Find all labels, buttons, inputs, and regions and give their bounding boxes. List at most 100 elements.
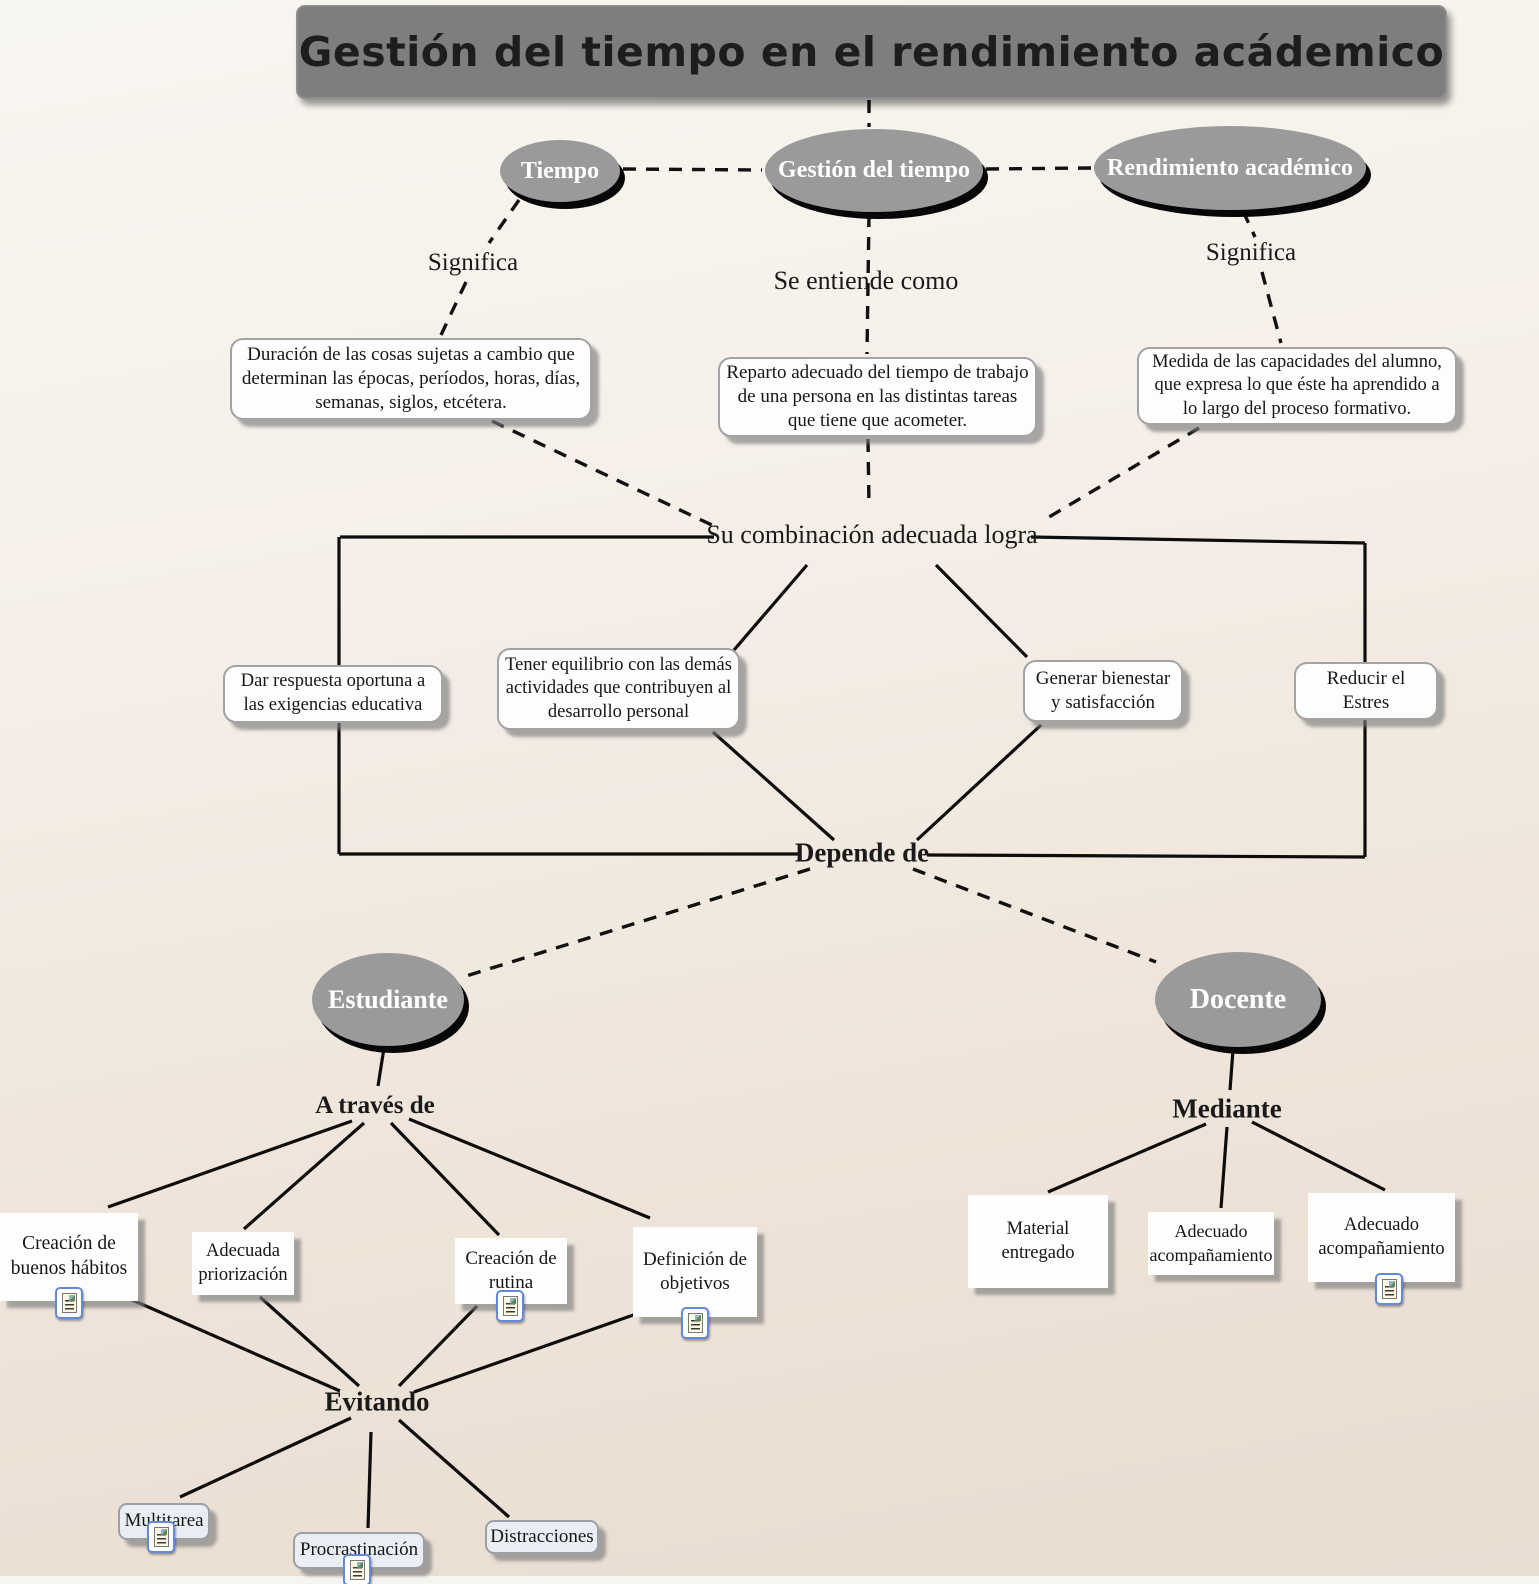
outcome-respuesta-text: Dar respuesta oportuna a las exigencias … [240,671,426,715]
edge-gestion-rendimiento [985,166,1092,171]
edge-rendimiento-significa [1241,210,1257,238]
concept-gestion-del-tiempo[interactable]: Gestión del tiempo [765,129,983,212]
strategy-habitos-text: Creación de buenos hábitos [10,1233,128,1279]
resource-icon-rutina[interactable] [496,1290,524,1322]
document-icon [153,1527,169,1547]
edge-gestion-def [865,213,871,355]
edge-evitando-procrastinacion [366,1431,373,1529]
edge-combinacion-equilibrio [732,563,809,652]
edge-def-tiempo-combinacion [491,419,717,529]
resource-icon-multitarea[interactable] [147,1521,175,1553]
edge-atraves-priorizacion [242,1121,366,1231]
strategy-acompanamiento-2[interactable]: Adecuado acompañamiento [1308,1193,1455,1282]
link-a-traves-de[interactable]: A través de [315,1092,435,1119]
concept-tiempo[interactable]: Tiempo [500,140,620,202]
frame-bottom-right [926,853,1366,859]
edge-habitos-evitando [129,1297,341,1393]
concept-tiempo-label: Tiempo [520,157,600,184]
edge-bienestar-depende [915,723,1043,842]
document-icon [1381,1279,1397,1299]
edge-significa-def-tiempo [439,281,468,336]
edge-mediante-acompanamiento1 [1219,1126,1229,1209]
document-icon [61,1293,77,1313]
edge-estudiante-atraves [376,1047,386,1087]
document-icon [502,1296,518,1316]
edge-tiempo-significa [487,199,521,244]
outcome-equilibrio-text: Tener equilibrio con las demás actividad… [505,654,732,722]
outcome-estres-text: Reducir el Estres [1326,667,1406,713]
strategy-habitos[interactable]: Creación de buenos hábitos [0,1213,138,1301]
concept-docente-label: Docente [1189,983,1287,1015]
strategy-acompanamiento-1-text: Adecuado acompañamiento [1149,1221,1273,1265]
edge-def-rendimiento-combinacion [1043,426,1200,522]
edge-depende-estudiante [462,867,811,979]
map-title[interactable]: Gestión del tiempo en el rendimiento acá… [296,5,1447,99]
edge-objetivos-evitando [413,1310,643,1394]
edge-rutina-evitando [397,1304,479,1388]
resource-icon-habitos[interactable] [55,1287,83,1319]
avoid-multitarea[interactable]: Multitarea [118,1503,210,1540]
strategy-priorizacion[interactable]: Adecuada priorización [192,1232,294,1295]
outcome-respuesta[interactable]: Dar respuesta oportuna a las exigencias … [223,665,443,723]
document-icon [349,1560,365,1580]
link-depende-de[interactable]: Depende de [794,837,930,868]
strategy-material-entregado[interactable]: Material entregado [968,1195,1108,1288]
strategy-acompanamiento-1[interactable]: Adecuado acompañamiento [1148,1212,1274,1275]
concept-rendimiento-academico[interactable]: Rendimiento académico [1094,126,1366,210]
strategy-rutina-text: Creación de rutina [465,1247,557,1293]
edge-equilibrio-depende [711,730,836,842]
definition-rendimiento-text: Medida de las capacidades del alumno, qu… [1152,351,1442,419]
link-se-entiende-como[interactable]: Se entiende como [773,266,959,295]
edge-depende-docente [912,867,1157,964]
outcome-bienestar-text: Generar bienestar y satisfacción [1035,667,1171,713]
concept-rendimiento-label: Rendimiento académico [1107,154,1353,181]
outcome-estres[interactable]: Reducir el Estres [1294,662,1438,720]
strategy-objetivos-text: Definición de objetivos [643,1248,747,1294]
resource-icon-acompanamiento[interactable] [1375,1273,1403,1305]
link-significa-tiempo[interactable]: Significa [427,249,519,276]
edge-atraves-rutina [389,1121,501,1237]
concept-gestion-label: Gestión del tiempo [778,157,970,183]
edge-atraves-objetivos [408,1117,651,1220]
avoid-distracciones[interactable]: Distracciones [485,1520,599,1554]
resource-icon-procrastinacion[interactable] [343,1554,371,1584]
definition-rendimiento[interactable]: Medida de las capacidades del alumno, qu… [1137,347,1457,425]
outcome-equilibrio[interactable]: Tener equilibrio con las demás actividad… [497,648,740,730]
strategy-acompanamiento-2-text: Adecuado acompañamiento [1318,1214,1445,1259]
resource-icon-objetivos[interactable] [681,1307,709,1339]
avoid-distracciones-text: Distracciones [490,1525,594,1547]
concept-docente[interactable]: Docente [1155,952,1321,1047]
edge-priorizacion-evitando [258,1295,361,1388]
link-significa-rendimiento[interactable]: Significa [1205,239,1297,266]
definition-gestion-text: Reparto adecuado del tiempo de trabajo d… [726,361,1029,432]
avoid-procrastinacion-text: Procrastinación [299,1539,419,1561]
solid-connectors [107,535,1386,1529]
edge-tiempo-gestion [622,167,763,172]
page-edge [0,1576,1539,1584]
link-mediante[interactable]: Mediante [1172,1093,1282,1124]
edge-evitando-multitarea [179,1416,352,1499]
definition-tiempo-text: Duración de las cosas sujetas a cambio q… [241,343,581,414]
edge-def-gestion-combinacion [866,438,871,508]
edge-atraves-habitos [107,1119,353,1209]
edge-combinacion-bienestar [934,563,1029,659]
concept-estudiante-label: Estudiante [328,984,448,1014]
concept-estudiante[interactable]: Estudiante [312,953,464,1046]
link-evitando[interactable]: Evitando [324,1386,430,1417]
edge-docente-mediante [1228,1049,1235,1091]
dashed-connectors [439,100,1283,979]
edge-evitando-distracciones [397,1418,511,1519]
avoid-multitarea-text: Multitarea [124,1509,203,1533]
strategy-objetivos[interactable]: Definición de objetivos [633,1227,757,1317]
link-su-combinacion[interactable]: Su combinación adecuada logra [706,520,1038,549]
edge-significa-def-rendimiento [1260,271,1283,344]
strategy-rutina[interactable]: Creación de rutina [455,1238,567,1304]
document-icon [687,1313,703,1333]
definition-tiempo[interactable]: Duración de las cosas sujetas a cambio q… [230,338,592,420]
definition-gestion[interactable]: Reparto adecuado del tiempo de trabajo d… [718,357,1037,437]
strategy-priorizacion-text: Adecuada priorización [198,1240,288,1285]
edge-mediante-material [1047,1122,1207,1194]
outcome-bienestar[interactable]: Generar bienestar y satisfacción [1023,660,1183,722]
